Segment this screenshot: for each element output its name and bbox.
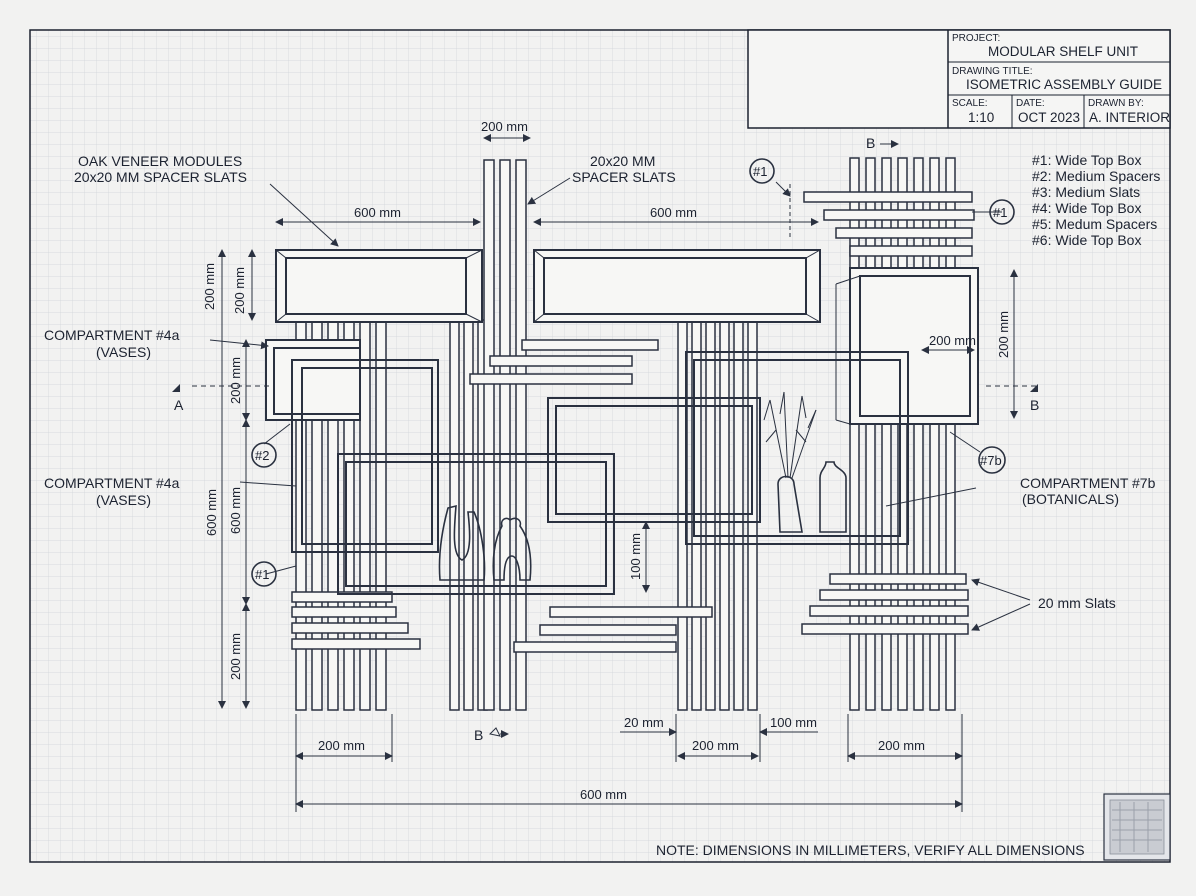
compartment-4a-label-2: COMPARTMENT #4a [44, 475, 180, 491]
dimension-lines [192, 134, 1040, 812]
legend-item: #2: Medium Spacers [1032, 168, 1160, 184]
bubble-callouts: #1 #1 #2 #1 #7b [251, 158, 1015, 587]
drawn-by-value: A. INTERIOR [1089, 110, 1170, 125]
dim-left-600: 600 mm [354, 205, 401, 220]
bottom-left-spacer-slats [291, 591, 421, 650]
dimension-labels: 200 mm 600 mm 600 mm 200 mm 200 mm 200 m… [202, 119, 1011, 802]
top-right-spacer-slats [803, 191, 975, 257]
dim-right-box-200: 200 mm [996, 311, 1011, 358]
dim-bottom-200-right: 200 mm [878, 738, 925, 753]
compartment-4a-sub-2: (VASES) [96, 492, 151, 508]
dim-overall-bottom-600: 600 mm [580, 787, 627, 802]
bubble-1-left: #1 [255, 567, 269, 582]
center-tall-slat-group [483, 159, 527, 711]
project-label: PROJECT: [952, 33, 1000, 44]
scale-value: 1:10 [968, 110, 994, 125]
drawn-by-label: DRAWN BY: [1088, 98, 1144, 109]
dim-bottom-200-mid: 200 mm [692, 738, 739, 753]
bottom-right-spacer-slats [801, 573, 969, 635]
dim-overall-600: 600 mm [204, 489, 219, 536]
dim-top-200: 200 mm [481, 119, 528, 134]
date-label: DATE: [1016, 98, 1045, 109]
dim-comp-200: 200 mm [228, 357, 243, 404]
oak-veneer-label: OAK VENEER MODULES [78, 153, 242, 169]
compartment-7b-label: COMPARTMENT #7b [1020, 475, 1156, 491]
bubble-7b: #7b [980, 453, 1002, 468]
sheet-border [29, 29, 1171, 863]
top-center-box-module [533, 249, 821, 323]
dim-bottom-200-left: 200 mm [228, 633, 243, 680]
drawing-title: ISOMETRIC ASSEMBLY GUIDE [966, 77, 1162, 92]
dim-right-box-w-200: 200 mm [929, 333, 976, 348]
legend-item: #1: Wide Top Box [1032, 152, 1141, 168]
left-small-box-module [265, 339, 361, 421]
dimensions-note: NOTE: DIMENSIONS IN MILLIMETERS, VERIFY … [656, 842, 1085, 858]
right-botanicals-box-module [685, 351, 909, 545]
dim-box-h-200-outer: 200 mm [202, 263, 217, 310]
center-mid-box-module [547, 397, 761, 523]
right-slat-group [849, 157, 956, 711]
section-a-left: A [174, 397, 184, 413]
dim-inner-600: 600 mm [228, 487, 243, 534]
date-value: OCT 2023 [1018, 110, 1080, 125]
dim-bottom-100: 100 mm [770, 715, 817, 730]
callout-labels: OAK VENEER MODULES 20x20 MM SPACER SLATS… [44, 153, 1156, 611]
scale-label: SCALE: [952, 98, 988, 109]
oak-spacer-label: 20x20 MM SPACER SLATS [74, 169, 247, 185]
slats-20mm-label: 20 mm Slats [1038, 595, 1116, 611]
bubble-1-top: #1 [753, 164, 767, 179]
project-name: MODULAR SHELF UNIT [988, 44, 1138, 59]
center-open-box-module [337, 453, 615, 595]
drawing-title-label: DRAWING TITLE: [952, 66, 1033, 77]
legend-item: #4: Wide Top Box [1032, 200, 1141, 216]
legend-item: #6: Wide Top Box [1032, 232, 1141, 248]
left-tall-box-module [291, 359, 439, 553]
stamp-icon [1103, 793, 1171, 861]
dim-box-h-200-inner: 200 mm [232, 267, 247, 314]
botanicals-illustration [763, 391, 847, 533]
compartment-4a-label: COMPARTMENT #4a [44, 327, 180, 343]
title-block: PROJECT: MODULAR SHELF UNIT DRAWING TITL… [747, 29, 1171, 129]
legend-item: #3: Medium Slats [1032, 184, 1140, 200]
vase-illustration [438, 504, 532, 581]
center-spacer-slats [469, 339, 659, 385]
legend-item: #5: Medum Spacers [1032, 216, 1157, 232]
spacer-slats-label-1: 20x20 MM [590, 153, 655, 169]
section-b-bottom: B [474, 727, 483, 743]
bubble-1-right: #1 [993, 205, 1007, 220]
section-b-top: B [866, 135, 875, 151]
section-b-right: B [1030, 397, 1039, 413]
section-marks: A B B B [172, 135, 1039, 743]
bottom-center-spacer-slats [513, 606, 713, 653]
dim-bottom-20: 20 mm [624, 715, 664, 730]
legend: #1: Wide Top Box #2: Medium Spacers #3: … [1032, 152, 1160, 248]
spacer-slats-label-2: SPACER SLATS [572, 169, 676, 185]
top-left-box-module [275, 249, 483, 323]
bubble-2: #2 [255, 448, 269, 463]
dim-bottom-200-left: 200 mm [318, 738, 365, 753]
dim-mid-100: 100 mm [628, 533, 643, 580]
compartment-4a-sub: (VASES) [96, 344, 151, 360]
dim-right-600: 600 mm [650, 205, 697, 220]
compartment-7b-sub: (BOTANICALS) [1022, 491, 1119, 507]
